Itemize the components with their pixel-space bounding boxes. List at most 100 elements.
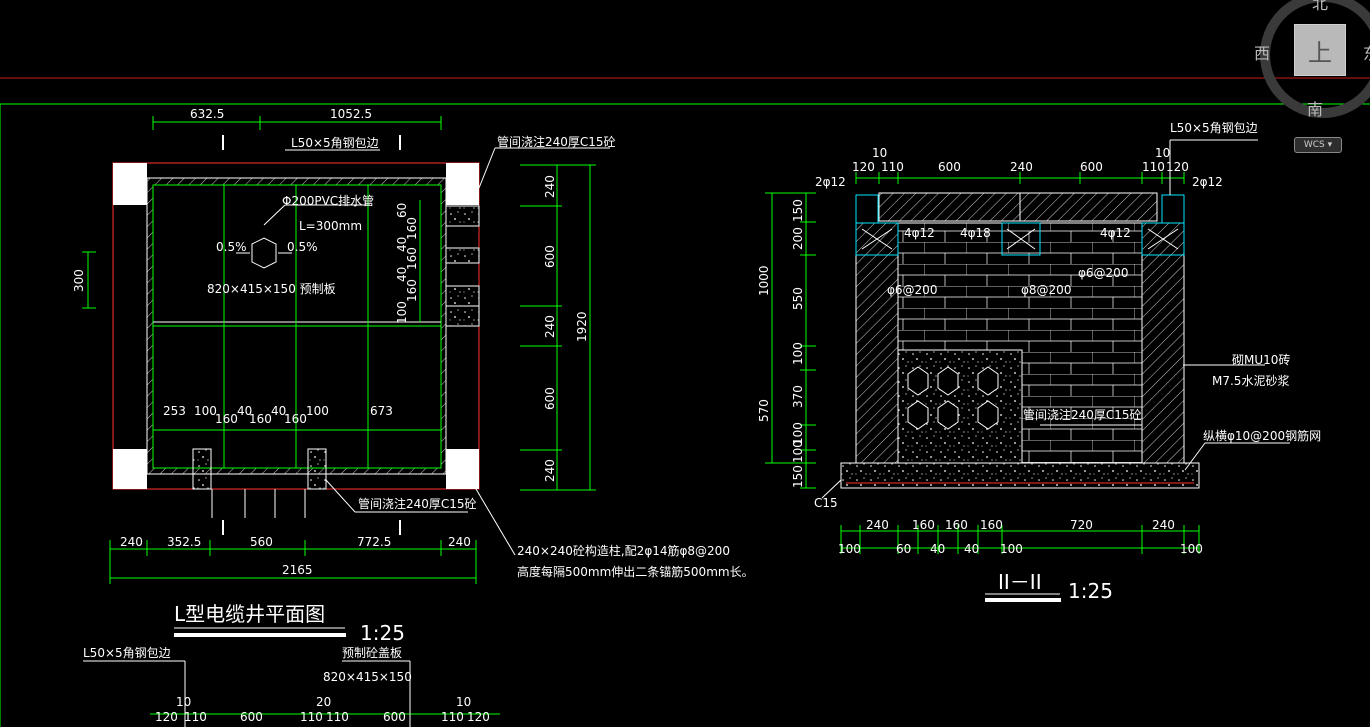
wcs-dropdown[interactable]: WCS ▾ [1294, 137, 1342, 153]
plan-dim-bot-2: 352.5 [167, 535, 201, 549]
viewcube-north[interactable]: 北 [1312, 0, 1329, 13]
viewcube-west[interactable]: 西 [1254, 44, 1271, 63]
plan-dim-inner-4: 160 [405, 247, 419, 270]
section-scale: 1:25 [1068, 579, 1113, 603]
lower-small-2: 20 [316, 695, 331, 709]
section-rebar-left: 2φ12 [815, 175, 846, 189]
section-bot-dim-1: 240 [866, 518, 889, 532]
viewcube-east[interactable]: 东 [1363, 40, 1370, 64]
section-left-dim-2: 200 [791, 227, 805, 250]
plan-inner-dim-8: 100 [306, 404, 329, 418]
drain-pipe [251, 237, 277, 269]
section-mortar-label: M7.5水泥砂浆 [1212, 373, 1289, 388]
section-bot-dim2-3: 40 [930, 542, 945, 556]
plan-dim-left: 300 [72, 269, 86, 292]
plan-dim-right-4: 600 [543, 387, 557, 410]
plan-dim-total: 2165 [282, 563, 313, 577]
plan-dim-right-3: 240 [543, 315, 557, 338]
plan-dim-inner-1: 60 [395, 203, 409, 218]
section-c15: C15 [814, 496, 838, 510]
section-left-dim-8: 150 [791, 465, 805, 488]
plan-note-2: 高度每隔500mm伸出二条锚筋500mm长。 [517, 564, 754, 579]
section-stirrup-2: φ8@200 [1021, 283, 1071, 297]
section-left-dim-5: 370 [791, 385, 805, 408]
section-rebar-3: 4φ12 [1100, 226, 1131, 240]
section-brick-label: 砌MU10砖 [1232, 352, 1290, 367]
lower-dim-3: 600 [240, 710, 263, 724]
plan-dim-right-1: 240 [543, 175, 557, 198]
section-bot-dim-3: 160 [945, 518, 968, 532]
section-bot-dim-2: 160 [912, 518, 935, 532]
plan-dim-bot-4: 772.5 [357, 535, 391, 549]
plan-inner-dim-1: 253 [163, 404, 186, 418]
plan-pipe-label-1: 管间浇注240厚C15砼 [497, 134, 616, 149]
lower-small-1: 10 [176, 695, 191, 709]
lower-dim-8: 120 [467, 710, 490, 724]
plan-drain-len: L=300mm [299, 219, 362, 233]
plan-dim-right-2: 600 [543, 245, 557, 268]
plan-dim-inner-7: 100 [395, 301, 409, 324]
plan-dim-right-total: 1920 [575, 311, 589, 342]
section-left-dim-7: 100 [791, 440, 805, 463]
section-mesh-label: 纵横φ10@200钢筋网 [1203, 428, 1321, 443]
plan-dim-bot-1: 240 [120, 535, 143, 549]
lower-dim-7: 110 [441, 710, 464, 724]
plan-drain-label: Φ200PVC排水管 [282, 193, 374, 208]
plan-slope-right: 0.5% [287, 240, 318, 254]
plan-dim-top-2: 1052.5 [330, 107, 372, 121]
section-bot-dim2-6: 100 [1180, 542, 1203, 556]
viewcube-top-face[interactable]: 上 [1294, 24, 1346, 76]
section-top-dim-7: 120 [1166, 160, 1189, 174]
section-top-dim-5: 600 [1080, 160, 1103, 174]
corner-column [113, 163, 147, 205]
section-left-dim-6: 100 [791, 422, 805, 445]
section-bot-dim2-1: 100 [838, 542, 861, 556]
section-view [765, 139, 1290, 602]
base-slab [840, 462, 1200, 489]
plan-slope-left: 0.5% [216, 240, 247, 254]
section-bot-dim2-4: 40 [964, 542, 979, 556]
lower-dim-5: 110 [326, 710, 349, 724]
plan-dim-inner-3: 40 [395, 237, 409, 252]
plan-dim-top-1: 632.5 [190, 107, 224, 121]
lower-dim-2: 110 [184, 710, 207, 724]
plan-dim-right-5: 240 [543, 459, 557, 482]
plan-inner-dim-5: 160 [249, 412, 272, 426]
plan-slab-label: 820×415×150 预制板 [207, 282, 336, 296]
rebar-column [855, 222, 899, 256]
plan-inner-dim-7: 160 [284, 412, 307, 426]
section-bot-dim-5: 720 [1070, 518, 1093, 532]
section-bot-dim2-2: 60 [896, 542, 911, 556]
section-left-dim-1: 150 [791, 199, 805, 222]
plan-title: L型电缆井平面图 [174, 602, 325, 626]
plan-inner-dim-4: 40 [237, 404, 252, 418]
section-top-dim-3: 600 [938, 160, 961, 174]
plan-pipe-label-2: 管间浇注240厚C15砼 [358, 496, 477, 511]
section-top-dim-2: 110 [881, 160, 904, 174]
lower-dim-6: 600 [383, 710, 406, 724]
section-stirrup-3: φ6@200 [1078, 266, 1128, 280]
viewcube-south[interactable]: 南 [1307, 100, 1324, 119]
section-top-small-2: 10 [1155, 146, 1170, 160]
section-rebar-2: 4φ18 [960, 226, 991, 240]
lower-slab-label: 预制砼盖板 [342, 646, 402, 660]
lower-dim-4: 110 [300, 710, 323, 724]
plan-note-1: 240×240砼构造柱,配2φ14筋φ8@200 [517, 543, 730, 558]
section-bot-dim2-5: 100 [1000, 542, 1023, 556]
lower-view [83, 660, 500, 727]
lower-dim-1: 120 [155, 710, 178, 724]
section-stirrup-1: φ6@200 [887, 283, 937, 297]
plan-inner-dim-9: 673 [370, 404, 393, 418]
section-top-dim-4: 240 [1010, 160, 1033, 174]
section-left-dim-4: 100 [791, 342, 805, 365]
viewcube[interactable] [1258, 0, 1370, 120]
plan-dim-bot-3: 560 [250, 535, 273, 549]
section-bot-dim-4: 160 [980, 518, 1003, 532]
section-pipe-label: 管间浇注240厚C15砼 [1023, 407, 1142, 422]
section-left-total-1: 1000 [757, 265, 771, 296]
lower-slab-size: 820×415×150 [323, 670, 412, 684]
plan-inner-dim-3: 160 [215, 412, 238, 426]
section-bot-dim-6: 240 [1152, 518, 1175, 532]
lower-angle-label: L50×5角钢包边 [83, 646, 171, 660]
